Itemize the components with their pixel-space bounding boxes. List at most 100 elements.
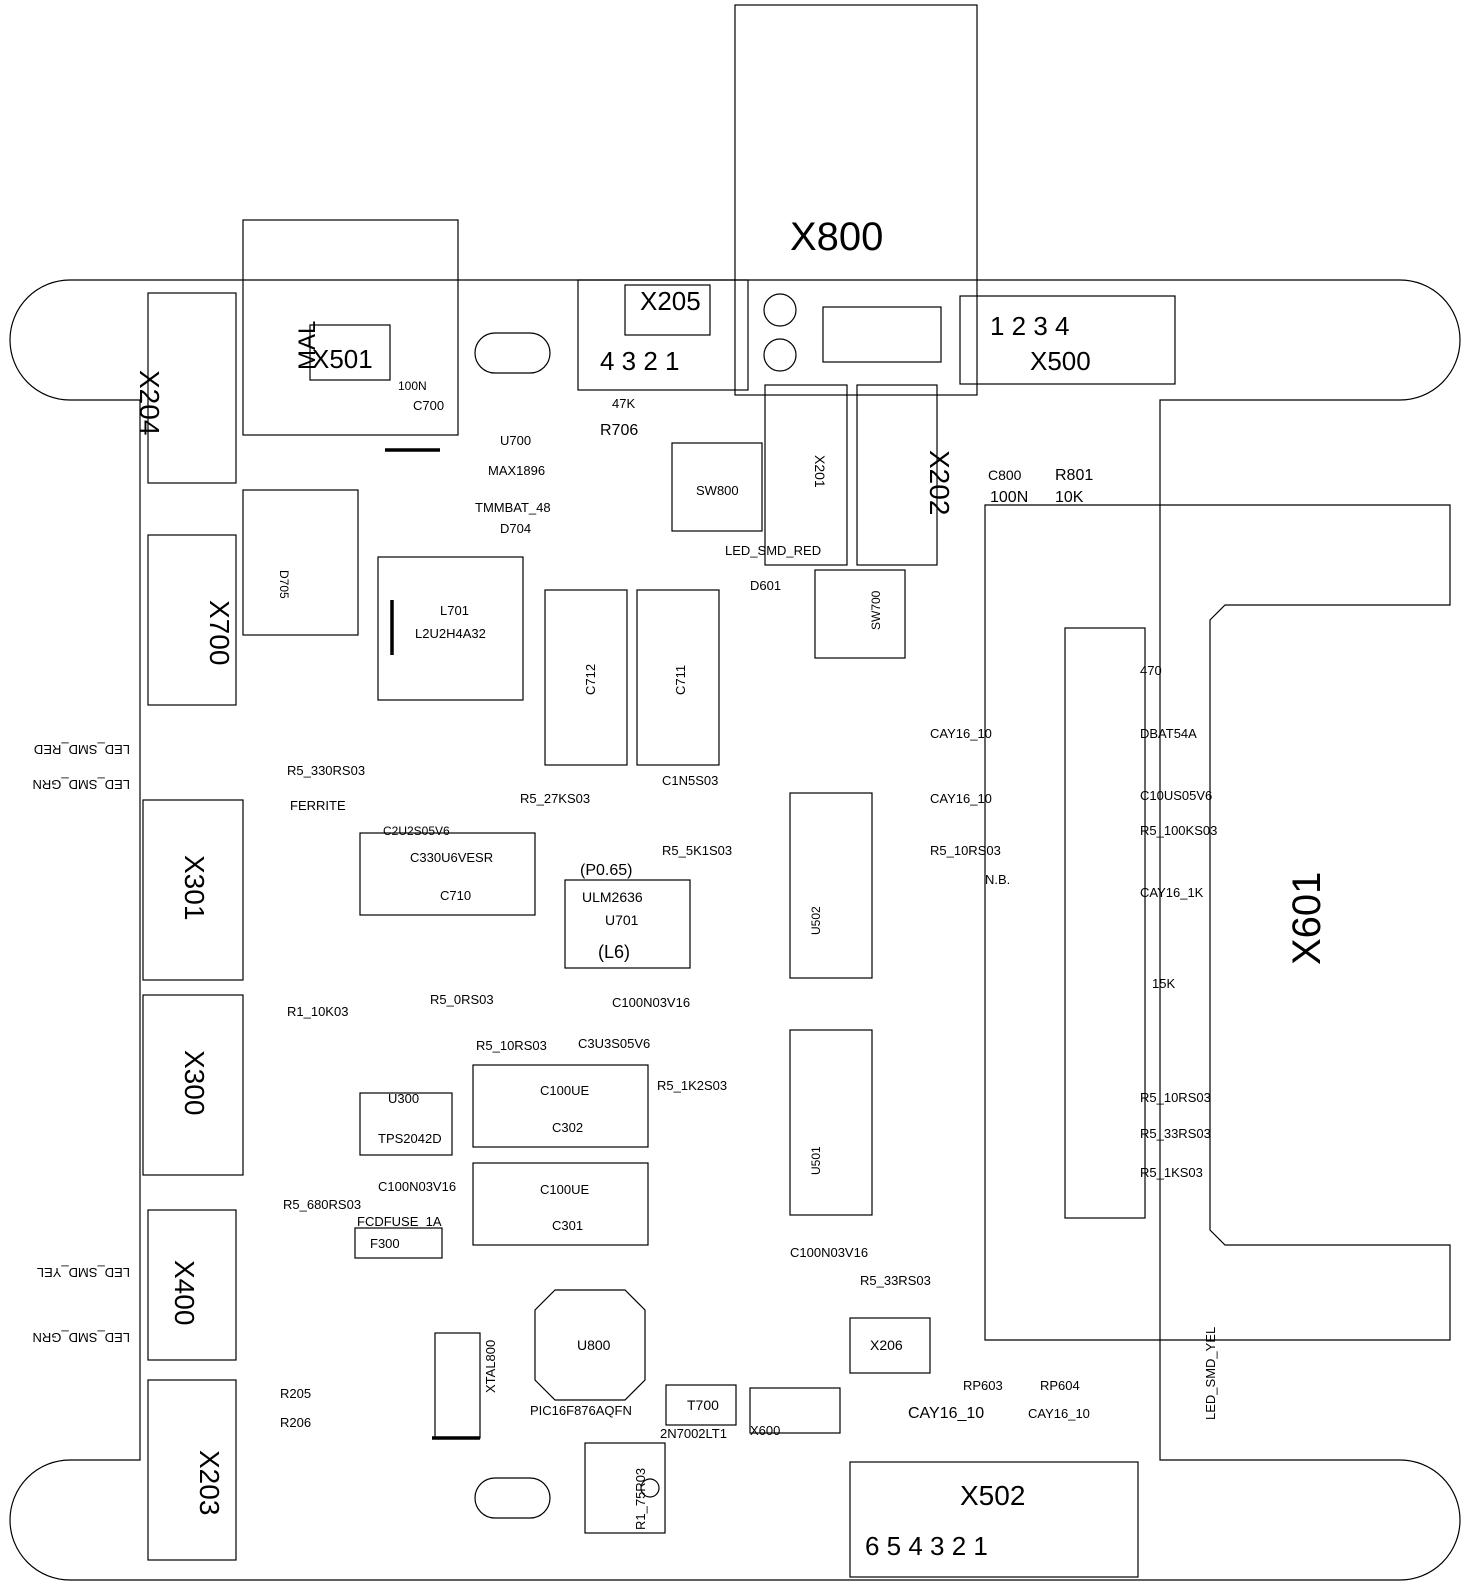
ledgrn2-label: LED_SMD_GRN [32,1330,130,1345]
b700-outline [584,1442,666,1534]
board-outline [9,279,1461,1581]
x800-outline [734,4,978,396]
ferrite-label: FERRITE [290,798,346,813]
cay16_10-label: CAY16_10 [930,726,992,741]
c100n03-label: C100N03V16 [612,995,690,1010]
ledsmdyel-label: LED_SMD_YEL [1203,1327,1218,1420]
x204-label: X204 [134,370,165,435]
r5_0-label: R5_0RS03 [430,992,494,1007]
x202-label: X202 [924,450,955,515]
c712-label: C712 [583,664,598,695]
fcd-label: FCDFUSE_1A [357,1214,442,1229]
sw800-label: SW800 [696,483,739,498]
ulm-label: ULM2636 [582,889,643,905]
r5_10rs03-label: R5_10RS03 [930,843,1001,858]
x501-outline [242,219,459,436]
c302-label: C302 [552,1120,583,1135]
x400-label: X400 [169,1260,200,1325]
hole [763,293,797,327]
x500-label: X500 [1030,346,1091,376]
d705-outline [242,489,359,636]
x205-body [624,284,711,336]
r5_33-label: R5_33RS03 [1140,1126,1211,1141]
r5_27k-label: R5_27KS03 [520,791,590,806]
x500-outline [959,295,1176,385]
ledsmdred-label: LED_SMD_RED [725,543,821,558]
x203-outline [147,1379,237,1561]
c710-label: C710 [440,888,471,903]
xtal-label: XTAL800 [483,1340,498,1393]
l701-label: L701 [440,603,469,618]
c2u2-label: C2U2S05V6 [383,824,450,838]
r5_100k-label: R5_100KS03 [1140,823,1217,838]
nb-label: N.B. [985,872,1010,887]
ledyel-label: LED_SMD_YEL [37,1265,130,1280]
cay16_1k-label: CAY16_1K [1140,885,1204,900]
r206-label: R206 [280,1415,311,1430]
x206-label: X206 [870,1337,903,1353]
x501-label: X501 [312,344,373,374]
r1_75-label: R1_75R03 [633,1468,648,1530]
r801v-label: 10K [1055,489,1084,506]
u300-outline [359,1092,453,1156]
x700-outline [147,534,237,706]
x301-label: X301 [179,855,210,920]
slot-hole [474,332,551,374]
ledgrn-label: LED_SMD_GRN [32,777,130,792]
d601-label: D601 [750,578,781,593]
c712-outline [544,589,628,766]
x500-pins: 1 2 3 4 [990,311,1070,341]
c800v-label: 100N [990,489,1028,506]
x201-label: X201 [812,455,828,488]
d704-label: D704 [500,521,531,536]
l6-label: (L6) [598,942,630,962]
b700-dot [640,1478,660,1498]
l2u2-label: L2U2H4A32 [415,626,486,641]
x502-outline [849,1461,1139,1578]
hole [763,338,797,372]
x600-label: X600 [750,1423,780,1438]
f300-label: F300 [370,1236,400,1251]
c710-outline [359,832,536,916]
r5_1k-label: R5_1KS03 [1140,1165,1203,1180]
x206-outline [849,1317,931,1374]
l701-outline [377,556,524,701]
d705-label: D705 [277,570,291,599]
k15-label: 15K [1152,976,1175,991]
x300-outline [142,994,244,1176]
x800-label: X800 [790,215,883,259]
cay16_10d-label: CAY16_10 [1028,1406,1090,1421]
sw700-outline [814,569,906,659]
n100-label: 100N [398,379,427,393]
c100ue2-label: C100UE [540,1182,589,1197]
r5_680-label: R5_680RS03 [283,1197,361,1212]
r205-label: R205 [280,1386,311,1401]
u700-label: U700 [500,433,531,448]
xtal-outline [434,1332,481,1439]
slot-hole [474,1477,551,1519]
x601-strip [1064,627,1146,1219]
x203-label: X203 [194,1450,225,1515]
r5_5k1-label: R5_5K1S03 [662,843,732,858]
x201-outline [764,384,848,566]
x501-body [309,324,391,381]
r5_1k2-label: R5_1K2S03 [657,1078,727,1093]
c100n03b-label: C100N03V16 [378,1179,456,1194]
u502-label: U502 [809,906,823,935]
x205-label: X205 [640,286,701,316]
r706-label: R706 [600,422,638,439]
u800-outline [534,1289,646,1401]
c3u3-label: C3U3S05V6 [578,1036,650,1051]
u800-label: U800 [577,1337,611,1353]
v470-label: 470 [1140,663,1162,678]
t700-outline [665,1384,737,1426]
x601-label: X601 [1285,872,1329,965]
x-6-1 [822,306,942,363]
x202-outline [856,384,938,566]
dbat54a-label: DBAT54A [1140,726,1197,741]
r5_10rs03c-label: R5_10RS03 [476,1038,547,1053]
u300-label: U300 [388,1091,419,1106]
x502-pins: 6 5 4 3 2 1 [865,1531,988,1561]
